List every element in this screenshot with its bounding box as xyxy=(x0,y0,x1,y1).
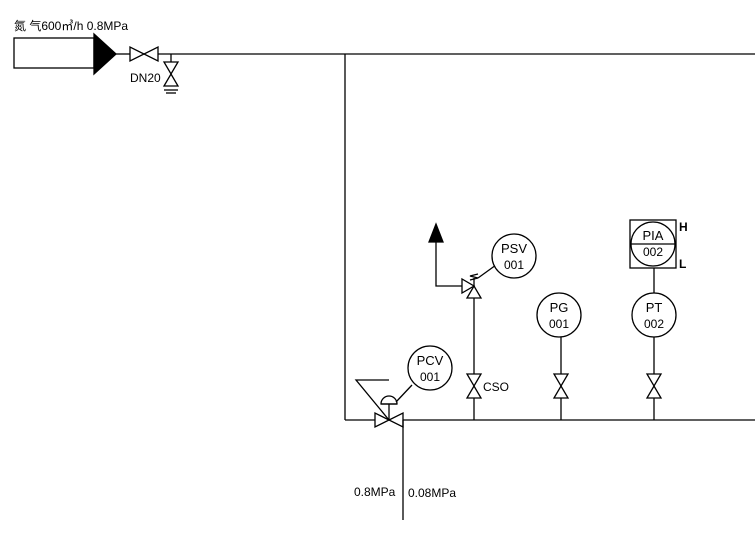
pcv-number: 001 xyxy=(420,370,440,384)
psv-number: 001 xyxy=(504,258,524,272)
safety-valve-psv[interactable] xyxy=(461,273,483,299)
pcv-leader xyxy=(395,384,413,403)
pia-high-alarm: H xyxy=(679,220,688,234)
pcv-tag: PCV xyxy=(417,353,444,368)
gate-valve-inlet[interactable] xyxy=(129,45,159,63)
gate-valve-pt[interactable] xyxy=(645,373,663,399)
vent-arrow-icon xyxy=(428,222,444,243)
pt-number: 002 xyxy=(644,317,664,331)
panel-instrument-pia[interactable] xyxy=(629,219,677,269)
pcv-sensing-line xyxy=(354,379,390,421)
upstream-pressure: 0.8MPa xyxy=(354,485,396,499)
pg-tag: PG xyxy=(550,300,569,315)
inlet-label: 氮 气600㎥/h 0.8MPa xyxy=(14,18,128,33)
gate-valve-drain[interactable] xyxy=(162,61,180,87)
bubble-pt[interactable] xyxy=(631,292,677,338)
psv-tag: PSV xyxy=(501,241,527,256)
pia-number: 002 xyxy=(643,245,663,259)
psv-leader xyxy=(477,264,497,279)
pt-tag: PT xyxy=(646,300,663,315)
psv-discharge-line xyxy=(435,242,462,287)
flow-arrow-icon xyxy=(93,32,117,76)
pia-low-alarm: L xyxy=(679,257,686,271)
gate-valve-pg[interactable] xyxy=(552,373,570,399)
pg-number: 001 xyxy=(549,317,569,331)
control-valve-pcv[interactable] xyxy=(374,395,404,429)
downstream-pressure: 0.08MPa xyxy=(408,486,456,500)
bubble-pg[interactable] xyxy=(536,292,582,338)
inlet-connector xyxy=(13,37,95,69)
bubble-psv[interactable] xyxy=(491,233,537,279)
drain-size-label: DN20 xyxy=(130,71,161,85)
bubble-pcv[interactable] xyxy=(407,345,453,391)
pia-tag: PIA xyxy=(643,228,664,243)
gate-valve-cso[interactable] xyxy=(465,373,483,399)
cso-label: CSO xyxy=(483,380,509,394)
